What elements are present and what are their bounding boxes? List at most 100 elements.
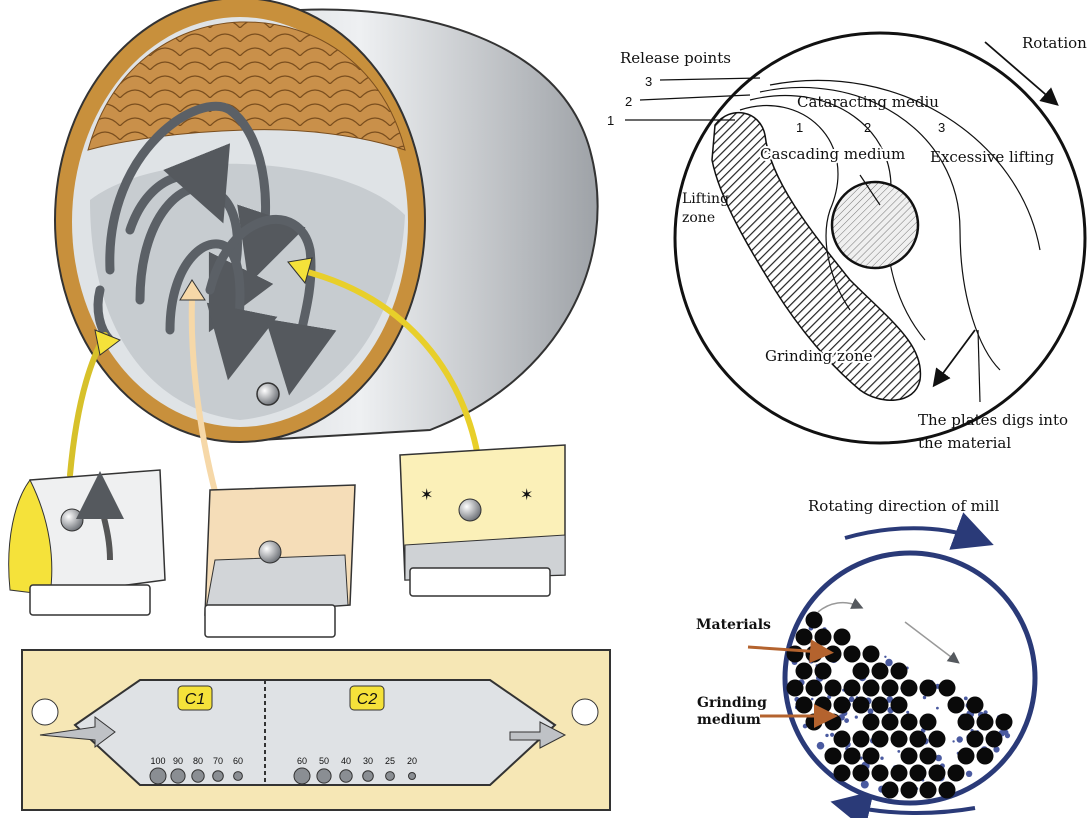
grinding-ball — [844, 748, 861, 765]
plates-label-2: the material — [918, 434, 1011, 452]
grinding-ball — [958, 714, 975, 731]
grinding-ball — [920, 782, 937, 799]
grinding-ball — [806, 680, 823, 697]
grinding-ball — [834, 765, 851, 782]
grinding-ball — [882, 782, 899, 799]
cataract-number-3: 3 — [938, 120, 945, 135]
material-particle — [880, 757, 883, 760]
material-particle — [923, 696, 926, 699]
chamber-1-size-label: 80 — [193, 756, 203, 766]
material-particle — [868, 708, 874, 714]
grinding-ball — [863, 748, 880, 765]
lifting-zone-label-1: Lifting — [682, 191, 729, 207]
mill-cross-section: Rotating direction of mill Materials Gri… — [696, 497, 1035, 813]
material-particle — [855, 716, 858, 719]
material-particle — [884, 656, 886, 658]
materials-label: Materials — [696, 617, 771, 633]
excessive-lifting-label: Excessive lifting — [930, 148, 1055, 166]
material-particle — [952, 740, 954, 742]
grinding-ball — [929, 731, 946, 748]
grinding-ball — [967, 731, 984, 748]
material-particle — [885, 659, 892, 666]
grinding-ball — [920, 748, 937, 765]
plates-label-1: The plates digs into — [918, 411, 1068, 429]
material-particle — [966, 771, 972, 777]
grinding-medium-label-1: Grinding — [697, 695, 767, 711]
grinding-ball — [853, 765, 870, 782]
charge-motion-diagram: Rotation Release points 3 2 1 Cataractin… — [607, 33, 1087, 452]
bottom-rotation-arrow — [850, 806, 975, 813]
material-particle — [897, 750, 900, 753]
grinding-ball — [958, 748, 975, 765]
grinding-ball — [834, 731, 851, 748]
grinding-ball — [901, 680, 918, 697]
grinding-ball — [853, 663, 870, 680]
rotation-direction-label: Rotating direction of mill — [808, 497, 999, 515]
grinding-ball — [901, 782, 918, 799]
release-number-1: 1 — [607, 113, 614, 128]
mill-body-outline — [75, 680, 555, 785]
grinding-ball — [787, 680, 804, 697]
chamber-2-ball — [386, 772, 395, 781]
grinding-ball — [872, 765, 889, 782]
grinding-ball — [863, 680, 880, 697]
cascading-label: Cascading medium — [760, 145, 905, 163]
grinding-ball — [996, 714, 1013, 731]
material-particle — [830, 733, 834, 737]
grinding-ball — [948, 697, 965, 714]
grinding-ball — [891, 731, 908, 748]
grinding-ball — [834, 629, 851, 646]
material-particle — [957, 736, 963, 742]
grinding-ball — [948, 765, 965, 782]
grinding-ball — [815, 629, 832, 646]
grinding-medium-label-2: medium — [697, 712, 761, 728]
chamber-1-ball — [234, 772, 243, 781]
release-number-2: 2 — [625, 94, 632, 109]
chamber-1-label: C1 — [185, 691, 205, 708]
chamber-1-ball — [213, 771, 224, 782]
grinding-ball — [825, 646, 842, 663]
chamber-2-size-label: 20 — [407, 756, 417, 766]
chamber-1-size-label: 100 — [150, 756, 165, 766]
grinding-ball — [939, 782, 956, 799]
grinding-ball — [863, 646, 880, 663]
mill-cutaway-illustration — [55, 0, 598, 510]
tile-cascading — [9, 470, 165, 615]
grinding-ball — [796, 697, 813, 714]
grinding-ball — [815, 663, 832, 680]
grinding-ball — [901, 748, 918, 765]
chamber-2-ball — [294, 768, 310, 784]
cascade-center-circle — [832, 182, 918, 268]
cataracting-label: Cataracting mediu — [797, 93, 939, 111]
chamber-1-size-label: 60 — [233, 756, 243, 766]
grinding-ball — [967, 697, 984, 714]
grinding-ball — [825, 680, 842, 697]
material-particle — [811, 698, 814, 701]
release-points-label: Release points — [620, 49, 731, 67]
impact-ball — [257, 383, 279, 405]
release-number-3: 3 — [645, 74, 652, 89]
chamber-1-ball — [150, 768, 166, 784]
grinding-ball — [882, 680, 899, 697]
tile-impact: ✶ ✶ — [400, 445, 565, 596]
grinding-ball — [872, 663, 889, 680]
cataract-number-1: 1 — [796, 120, 803, 135]
chamber-2-ball — [409, 773, 416, 780]
material-particle — [844, 718, 849, 723]
grinding-ball — [929, 765, 946, 782]
chamber-2-ball — [317, 769, 331, 783]
inlet-trunnion — [32, 699, 58, 725]
chamber-2-size-label: 30 — [363, 756, 373, 766]
chamber-1-ball — [192, 770, 204, 782]
grinding-ball — [853, 731, 870, 748]
material-particle — [861, 781, 869, 789]
grinding-ball — [986, 731, 1003, 748]
chamber-2-size-label: 60 — [297, 756, 307, 766]
grinding-ball — [882, 714, 899, 731]
grinding-ball — [872, 697, 889, 714]
chamber-1-ball — [171, 769, 185, 783]
process-tiles: ✶ ✶ — [9, 445, 565, 637]
material-particle — [1005, 733, 1010, 738]
grinding-ball — [910, 731, 927, 748]
